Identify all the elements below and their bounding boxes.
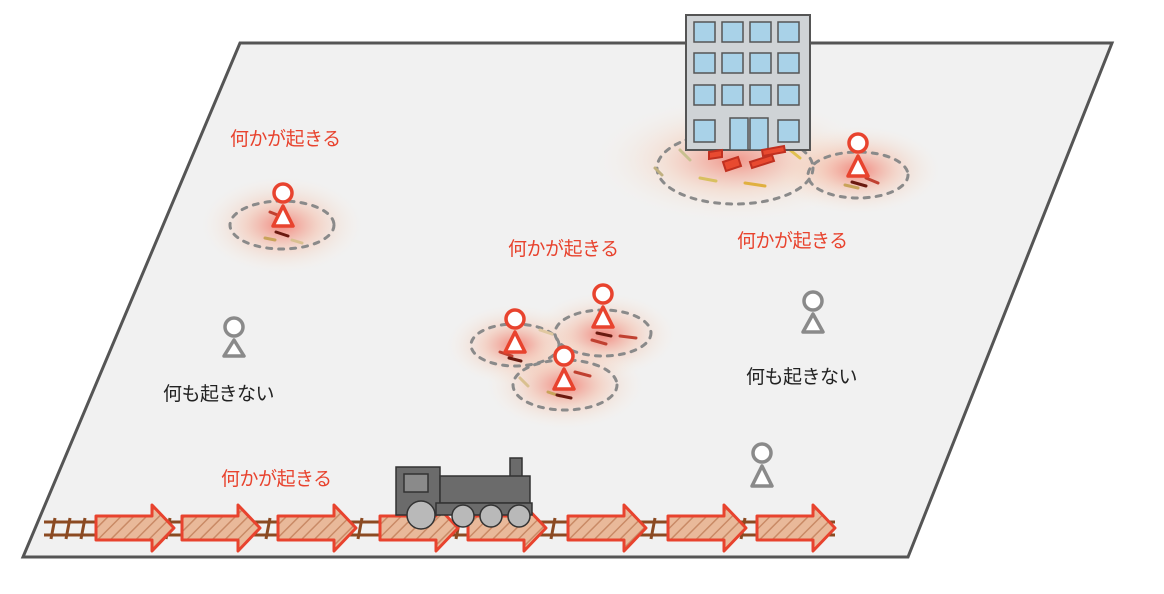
person-icon-active [846, 132, 870, 178]
inactive-persons [222, 290, 825, 488]
label-nothing-happens-left: 何も起きない [163, 383, 275, 405]
building-arrows [708, 144, 787, 173]
person-icon-inactive [222, 316, 246, 358]
motion-marks [263, 148, 880, 398]
label-event-occurs-center: 何かが起きる [508, 238, 619, 260]
office-building [685, 14, 811, 151]
person-icon-active [503, 308, 527, 354]
label-event-occurs-railway: 何かが起きる [221, 468, 332, 490]
label-nothing-happens-right: 何も起きない [746, 366, 858, 388]
label-event-occurs-top-left: 何かが起きる [230, 128, 341, 150]
person-icon-active [552, 345, 576, 391]
person-icon-active [591, 283, 615, 329]
active-persons [271, 132, 870, 391]
person-icon-inactive [801, 290, 825, 334]
person-icon-inactive [750, 442, 774, 488]
person-shadows [274, 180, 868, 400]
steam-locomotive [395, 457, 533, 530]
person-icon-active [271, 182, 295, 228]
label-event-occurs-right: 何かが起きる [737, 230, 848, 252]
